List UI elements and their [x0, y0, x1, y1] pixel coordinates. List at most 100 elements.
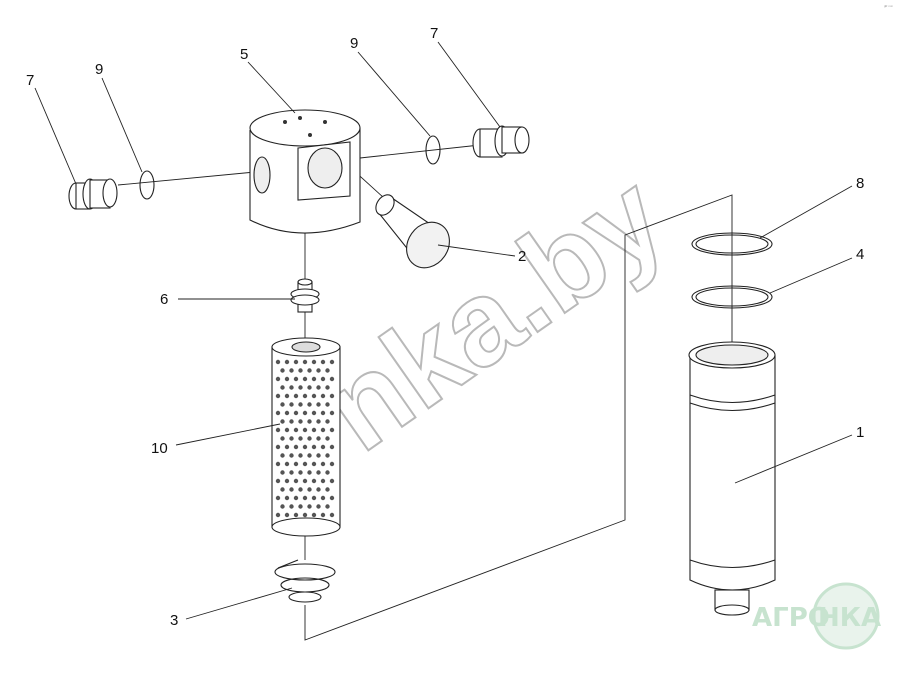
- perforation-hole: [325, 385, 330, 390]
- perforation-hole: [302, 376, 308, 382]
- perforation-hole: [275, 427, 281, 433]
- perforation-hole: [325, 368, 330, 373]
- perforation-hole: [311, 410, 317, 416]
- perforation-hole: [289, 402, 294, 407]
- callout-5: 5: [240, 46, 248, 63]
- logo-right-text: НКА: [818, 603, 881, 633]
- nipple: [290, 278, 320, 313]
- perforation-hole: [302, 427, 308, 433]
- callout-2: 2: [518, 248, 526, 265]
- seal-ring-8: [691, 232, 773, 256]
- perforation-hole: [316, 436, 321, 441]
- perforation-hole: [275, 393, 281, 399]
- filter-head: [249, 109, 361, 234]
- perforation-hole: [284, 410, 290, 416]
- perforation-hole: [302, 461, 308, 467]
- perforation-hole: [311, 444, 317, 450]
- perforation-hole: [293, 512, 299, 518]
- perforation-hole: [293, 393, 299, 399]
- perforation-hole: [302, 495, 308, 501]
- perforation-hole: [307, 419, 312, 424]
- perforation-hole: [329, 376, 335, 382]
- perforation-hole: [325, 470, 330, 475]
- perforation-hole: [289, 470, 294, 475]
- perforation-hole: [329, 478, 335, 484]
- callout-7-right: 7: [430, 25, 438, 42]
- perforation-hole: [329, 461, 335, 467]
- perforation-hole: [293, 359, 299, 365]
- perforation-hole: [316, 487, 321, 492]
- perforation-hole: [316, 504, 321, 509]
- perforation-hole: [284, 478, 290, 484]
- callout-8: 8: [856, 175, 864, 192]
- perforation-hole: [320, 376, 326, 382]
- perforation-hole: [302, 410, 308, 416]
- perforation-hole: [284, 444, 290, 450]
- spring: [274, 559, 336, 603]
- perforation-hole: [311, 393, 317, 399]
- perforation-hole: [320, 512, 326, 518]
- perforation-hole: [316, 368, 321, 373]
- perforation-hole: [325, 419, 330, 424]
- perforation-pattern: [275, 359, 335, 518]
- perforation-hole: [302, 393, 308, 399]
- perforation-hole: [284, 427, 290, 433]
- perforation-hole: [307, 504, 312, 509]
- perforation-hole: [316, 385, 321, 390]
- perforation-hole: [320, 359, 326, 365]
- perforation-hole: [280, 453, 285, 458]
- perforation-hole: [284, 393, 290, 399]
- perforation-hole: [307, 487, 312, 492]
- perforation-hole: [307, 436, 312, 441]
- perforation-hole: [316, 470, 321, 475]
- perforation-hole: [298, 487, 303, 492]
- o-ring-left: [139, 170, 155, 200]
- perforation-hole: [329, 427, 335, 433]
- perforation-hole: [316, 419, 321, 424]
- agronka-logo: АГРО НКА: [752, 582, 881, 650]
- perforation-hole: [293, 410, 299, 416]
- perforation-hole: [329, 495, 335, 501]
- perforation-hole: [311, 359, 317, 365]
- perforation-hole: [298, 504, 303, 509]
- backup-ring-4: [691, 285, 773, 309]
- perforation-hole: [320, 461, 326, 467]
- perforation-hole: [298, 436, 303, 441]
- perforation-hole: [284, 359, 290, 365]
- perforation-hole: [293, 495, 299, 501]
- perforation-hole: [275, 359, 281, 365]
- perforation-hole: [275, 444, 281, 450]
- perforation-hole: [293, 444, 299, 450]
- callout-7-left: 7: [26, 72, 34, 89]
- perforation-hole: [275, 512, 281, 518]
- perforation-hole: [316, 453, 321, 458]
- perforation-hole: [320, 393, 326, 399]
- perforation-hole: [311, 478, 317, 484]
- perforation-hole: [298, 419, 303, 424]
- perforation-hole: [289, 385, 294, 390]
- clog-indicator: [375, 194, 450, 269]
- perforation-hole: [307, 470, 312, 475]
- perforation-hole: [284, 376, 290, 382]
- perforation-hole: [302, 512, 308, 518]
- perforation-hole: [311, 427, 317, 433]
- perforation-hole: [289, 436, 294, 441]
- perforation-hole: [289, 419, 294, 424]
- perforation-hole: [320, 444, 326, 450]
- callout-9-right: 9: [350, 35, 358, 52]
- filter-bowl: [688, 341, 776, 616]
- perforation-hole: [298, 453, 303, 458]
- perforation-hole: [280, 504, 285, 509]
- perforation-hole: [275, 410, 281, 416]
- perforation-hole: [329, 359, 335, 365]
- callout-3: 3: [170, 612, 178, 629]
- perforation-hole: [275, 376, 281, 382]
- perforation-hole: [280, 368, 285, 373]
- perforation-hole: [298, 402, 303, 407]
- perforation-hole: [325, 453, 330, 458]
- perforation-hole: [311, 512, 317, 518]
- perforation-hole: [280, 487, 285, 492]
- perforation-hole: [293, 461, 299, 467]
- perforation-hole: [275, 478, 281, 484]
- perforation-hole: [298, 470, 303, 475]
